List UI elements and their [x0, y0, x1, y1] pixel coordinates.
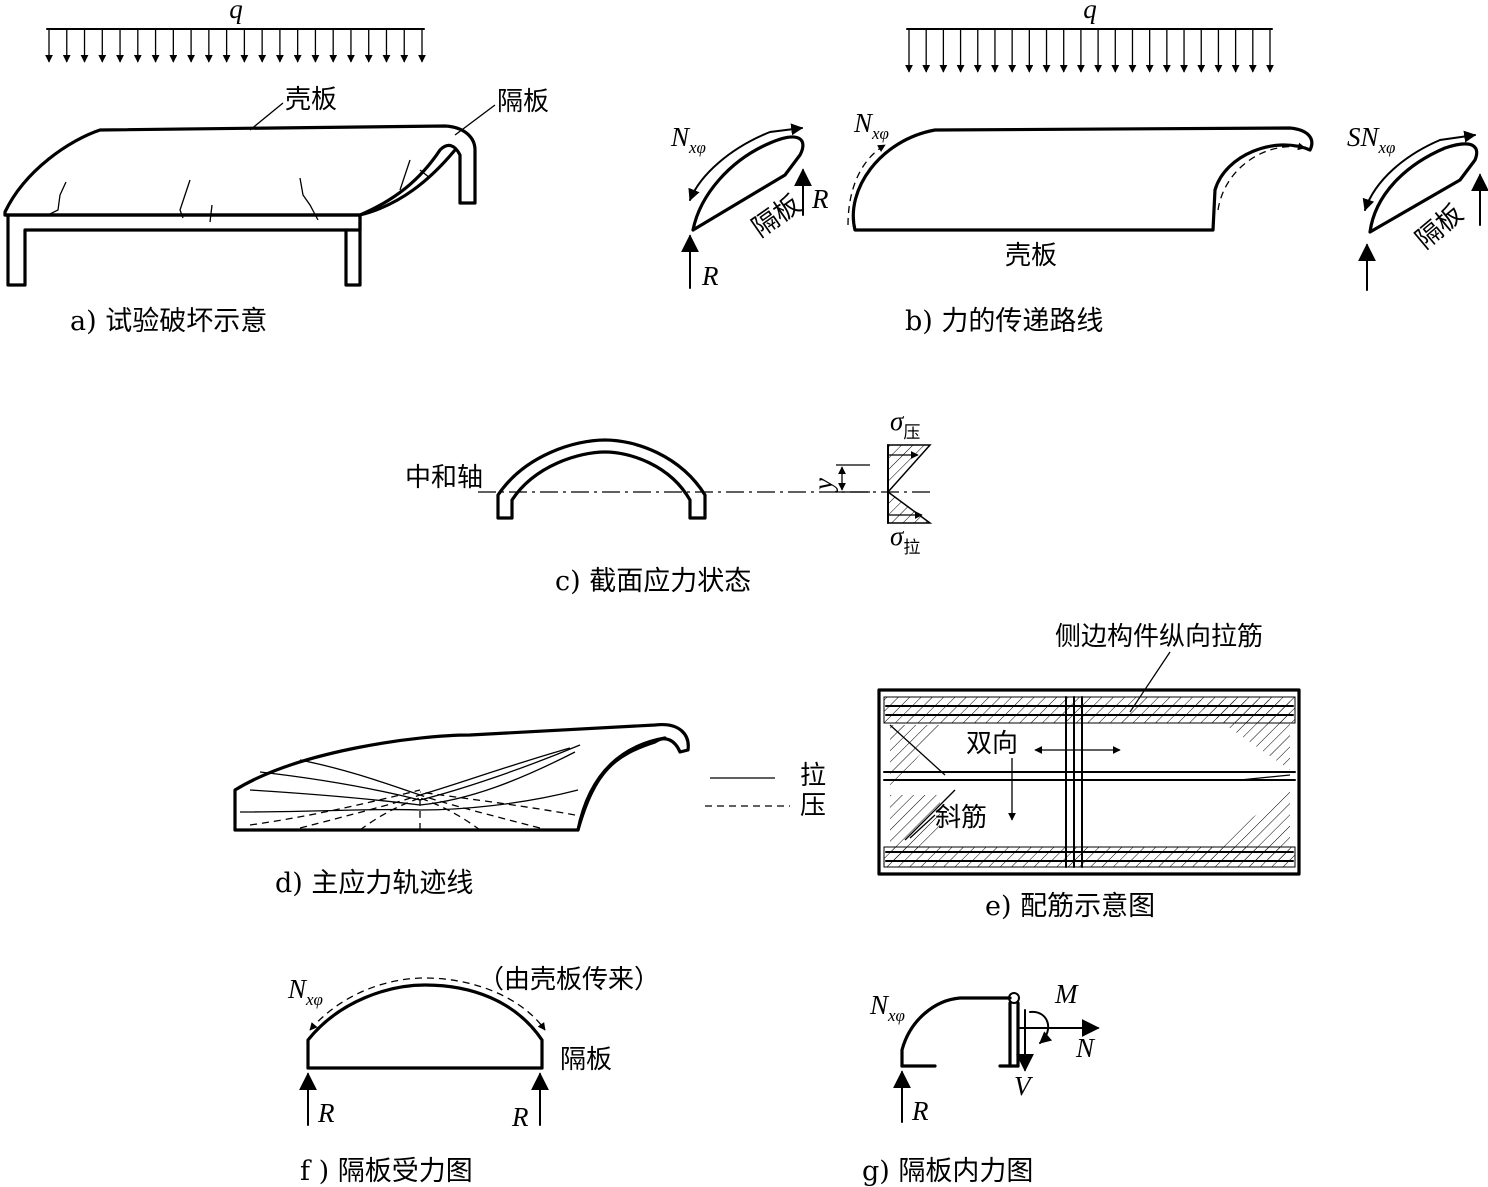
legend-compression: 压 — [800, 791, 826, 821]
label-two-way: 双向 — [966, 729, 1018, 759]
label-r-right-f: R — [511, 1102, 529, 1132]
label-diaphragm-right-b: 隔板 — [1410, 199, 1469, 255]
stress-diagram-c: y σ压 σ拉 — [808, 406, 933, 557]
shell-model-a — [3, 124, 477, 287]
svg-text:壳板: 壳板 — [285, 85, 337, 115]
label-neutral-axis: 中和轴 — [405, 463, 483, 493]
panel-c-section-stress: y σ压 σ拉 中和轴 c) 截面应力状态 — [405, 406, 933, 597]
label-v: V — [1014, 1071, 1034, 1101]
label-n-axial: N — [1075, 1033, 1096, 1063]
label-diagonal: 斜筋 — [935, 803, 987, 833]
load-label-q-b: q — [1083, 0, 1097, 24]
right-diaphragm-b: SNxφ 隔板 — [1347, 122, 1488, 291]
label-from-shell: （由壳板传来） — [478, 965, 660, 995]
label-n-left-b: Nxφ — [670, 122, 706, 157]
panel-f-diaphragm-forces: Nxφ （由壳板传来） 隔板 R R f ) 隔板受力图 — [287, 965, 660, 1187]
panel-g-internal-forces: Nxφ M N V R g) 隔板内力图 — [862, 979, 1100, 1187]
caption-g: g) 隔板内力图 — [862, 1156, 1033, 1187]
label-m: M — [1054, 979, 1079, 1009]
label-r-left-f: R — [317, 1098, 335, 1128]
shell-d — [233, 722, 690, 832]
distributed-load-b: q — [905, 0, 1274, 73]
caption-b: b) 力的传递路线 — [905, 306, 1103, 337]
label-r-left-b: R — [701, 261, 719, 291]
label-diaphragm-left-b: 隔板 — [747, 189, 807, 243]
caption-f: f ) 隔板受力图 — [300, 1156, 473, 1187]
label-edge-bars: 侧边构件纵向拉筋 — [1055, 622, 1263, 652]
label-n-shell-b: Nxφ — [853, 108, 889, 143]
caption-c: c) 截面应力状态 — [555, 566, 751, 597]
label-sigma-tens: σ拉 — [890, 521, 920, 557]
label-diaphragm-f: 隔板 — [560, 1045, 612, 1075]
label-sn-right-b: SNxφ — [1347, 122, 1395, 157]
left-diaphragm-b: Nxφ 隔板 R R — [670, 122, 829, 291]
label-sigma-comp: σ压 — [890, 406, 920, 442]
caption-e: e) 配筋示意图 — [985, 891, 1155, 922]
caption-d: d) 主应力轨迹线 — [275, 868, 473, 899]
panel-a-test-failure: q 壳板 隔板 a) 试验破坏示意 — [3, 0, 549, 337]
label-n-f: Nxφ — [287, 974, 323, 1009]
panel-b-force-path: q Nxφ 隔板 R R Nxφ 壳板 SNxφ 隔板 — [670, 0, 1488, 337]
label-y-c: y — [808, 478, 838, 493]
caption-a: a) 试验破坏示意 — [70, 306, 267, 337]
label-r-g: R — [911, 1096, 929, 1126]
legend-tension: 拉 — [800, 761, 826, 791]
load-label-q-a: q — [229, 0, 243, 24]
section-c — [478, 438, 930, 520]
label-shell-a: 壳板 — [249, 85, 337, 131]
panel-d-principal-stress: 拉 压 d) 主应力轨迹线 — [233, 722, 826, 899]
svg-text:隔板: 隔板 — [497, 87, 549, 117]
panel-e-reinforcement: 侧边构件纵向拉筋 双向 斜筋 e) 配筋示意图 — [877, 622, 1301, 922]
label-r-right-b: R — [811, 184, 829, 214]
label-diaphragm-a: 隔板 — [454, 87, 549, 136]
label-n-g: Nxφ — [869, 990, 905, 1025]
label-shell-b: 壳板 — [1005, 241, 1057, 271]
shell-b: Nxφ 壳板 — [847, 108, 1314, 271]
distributed-load-a: q — [45, 0, 426, 63]
legend-d: 拉 压 — [705, 761, 826, 821]
